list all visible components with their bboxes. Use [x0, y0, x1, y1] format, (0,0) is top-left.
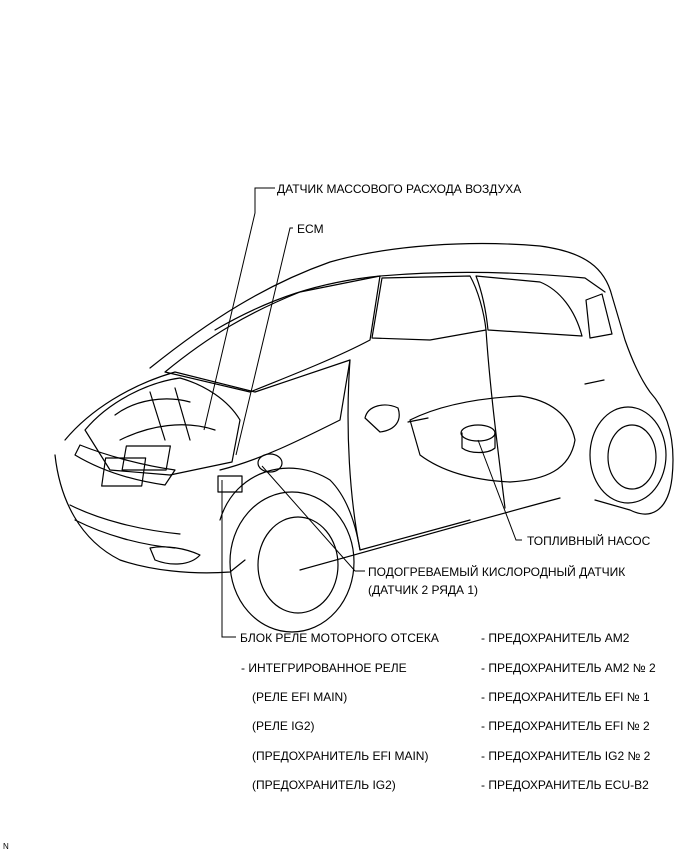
relay-content-left-1: (РЕЛЕ EFI MAIN)	[252, 690, 348, 704]
roof-line	[214, 271, 606, 331]
front-wheel-arch	[219, 467, 361, 551]
rear-door	[485, 329, 506, 509]
leader-ecm	[235, 227, 293, 456]
fuel-pump	[460, 424, 496, 442]
ecm-label: ECM	[297, 222, 324, 236]
fuel-pump-label: ТОПЛИВНЫЙ НАСОС	[527, 534, 651, 548]
relay-content-right-5: - ПРЕДОХРАНИТЕЛЬ ECU-B2	[481, 778, 649, 792]
relay-content-right-4: - ПРЕДОХРАНИТЕЛЬ IG2 № 2	[481, 749, 651, 763]
front-door-handle	[407, 417, 429, 423]
relay-block-label: БЛОК РЕЛЕ МОТОРНОГО ОТСЕКА	[240, 631, 439, 645]
front-wheel	[229, 491, 355, 633]
relay-content-left-0: - ИНТЕГРИРОВАННОЕ РЕЛЕ	[241, 661, 407, 675]
front-bumper	[54, 454, 246, 574]
relay-content-right-2: - ПРЕДОХРАНИТЕЛЬ EFI № 1	[481, 690, 650, 704]
fuel-tank	[409, 395, 576, 483]
rear-quarter-window	[585, 293, 613, 339]
relay-content-left-4: (ПРЕДОХРАНИТЕЛЬ IG2)	[252, 778, 396, 792]
rear-wheel	[589, 406, 667, 504]
headlight	[74, 444, 176, 486]
relay-content-left-3: (ПРЕДОХРАНИТЕЛЬ EFI MAIN)	[252, 749, 429, 763]
leader-fuel-pump	[477, 439, 522, 541]
leader-relay-block	[221, 480, 236, 638]
leader-o2	[261, 465, 365, 572]
front-side-window	[371, 275, 487, 341]
o2-sensor-label-line2: (ДАТЧИК 2 РЯДА 1)	[368, 583, 479, 597]
car-body-outline	[149, 242, 674, 515]
side-mirror	[364, 404, 400, 433]
grille	[69, 504, 181, 549]
ecm-box	[121, 445, 171, 471]
maf-sensor-label: ДАТЧИК МАССОВОГО РАСХОДА ВОЗДУХА	[277, 182, 522, 196]
hood	[64, 359, 351, 471]
front-door	[347, 359, 471, 551]
battery	[101, 457, 147, 487]
o2-sensor-label-line1: ПОДОГРЕВАЕМЫЙ КИСЛОРОДНЫЙ ДАТЧИК	[368, 565, 626, 579]
rocker-panel	[299, 497, 561, 571]
rear-side-window	[475, 275, 583, 337]
relay-block-box	[217, 475, 243, 493]
figure-id: N	[3, 842, 9, 851]
rear-door-handle	[584, 379, 605, 385]
relay-content-right-1: - ПРЕДОХРАНИТЕЛЬ AM2 № 2	[481, 661, 656, 675]
relay-content-right-3: - ПРЕДОХРАНИТЕЛЬ EFI № 2	[481, 719, 650, 733]
leader-maf	[203, 187, 275, 431]
o2-sensor	[257, 453, 283, 473]
engine-bay	[84, 377, 241, 476]
relay-content-right-0: - ПРЕДОХРАНИТЕЛЬ AM2	[481, 631, 630, 645]
windshield	[164, 275, 381, 393]
fog-light	[149, 546, 201, 565]
relay-content-left-2: (РЕЛЕ IG2)	[252, 719, 315, 733]
